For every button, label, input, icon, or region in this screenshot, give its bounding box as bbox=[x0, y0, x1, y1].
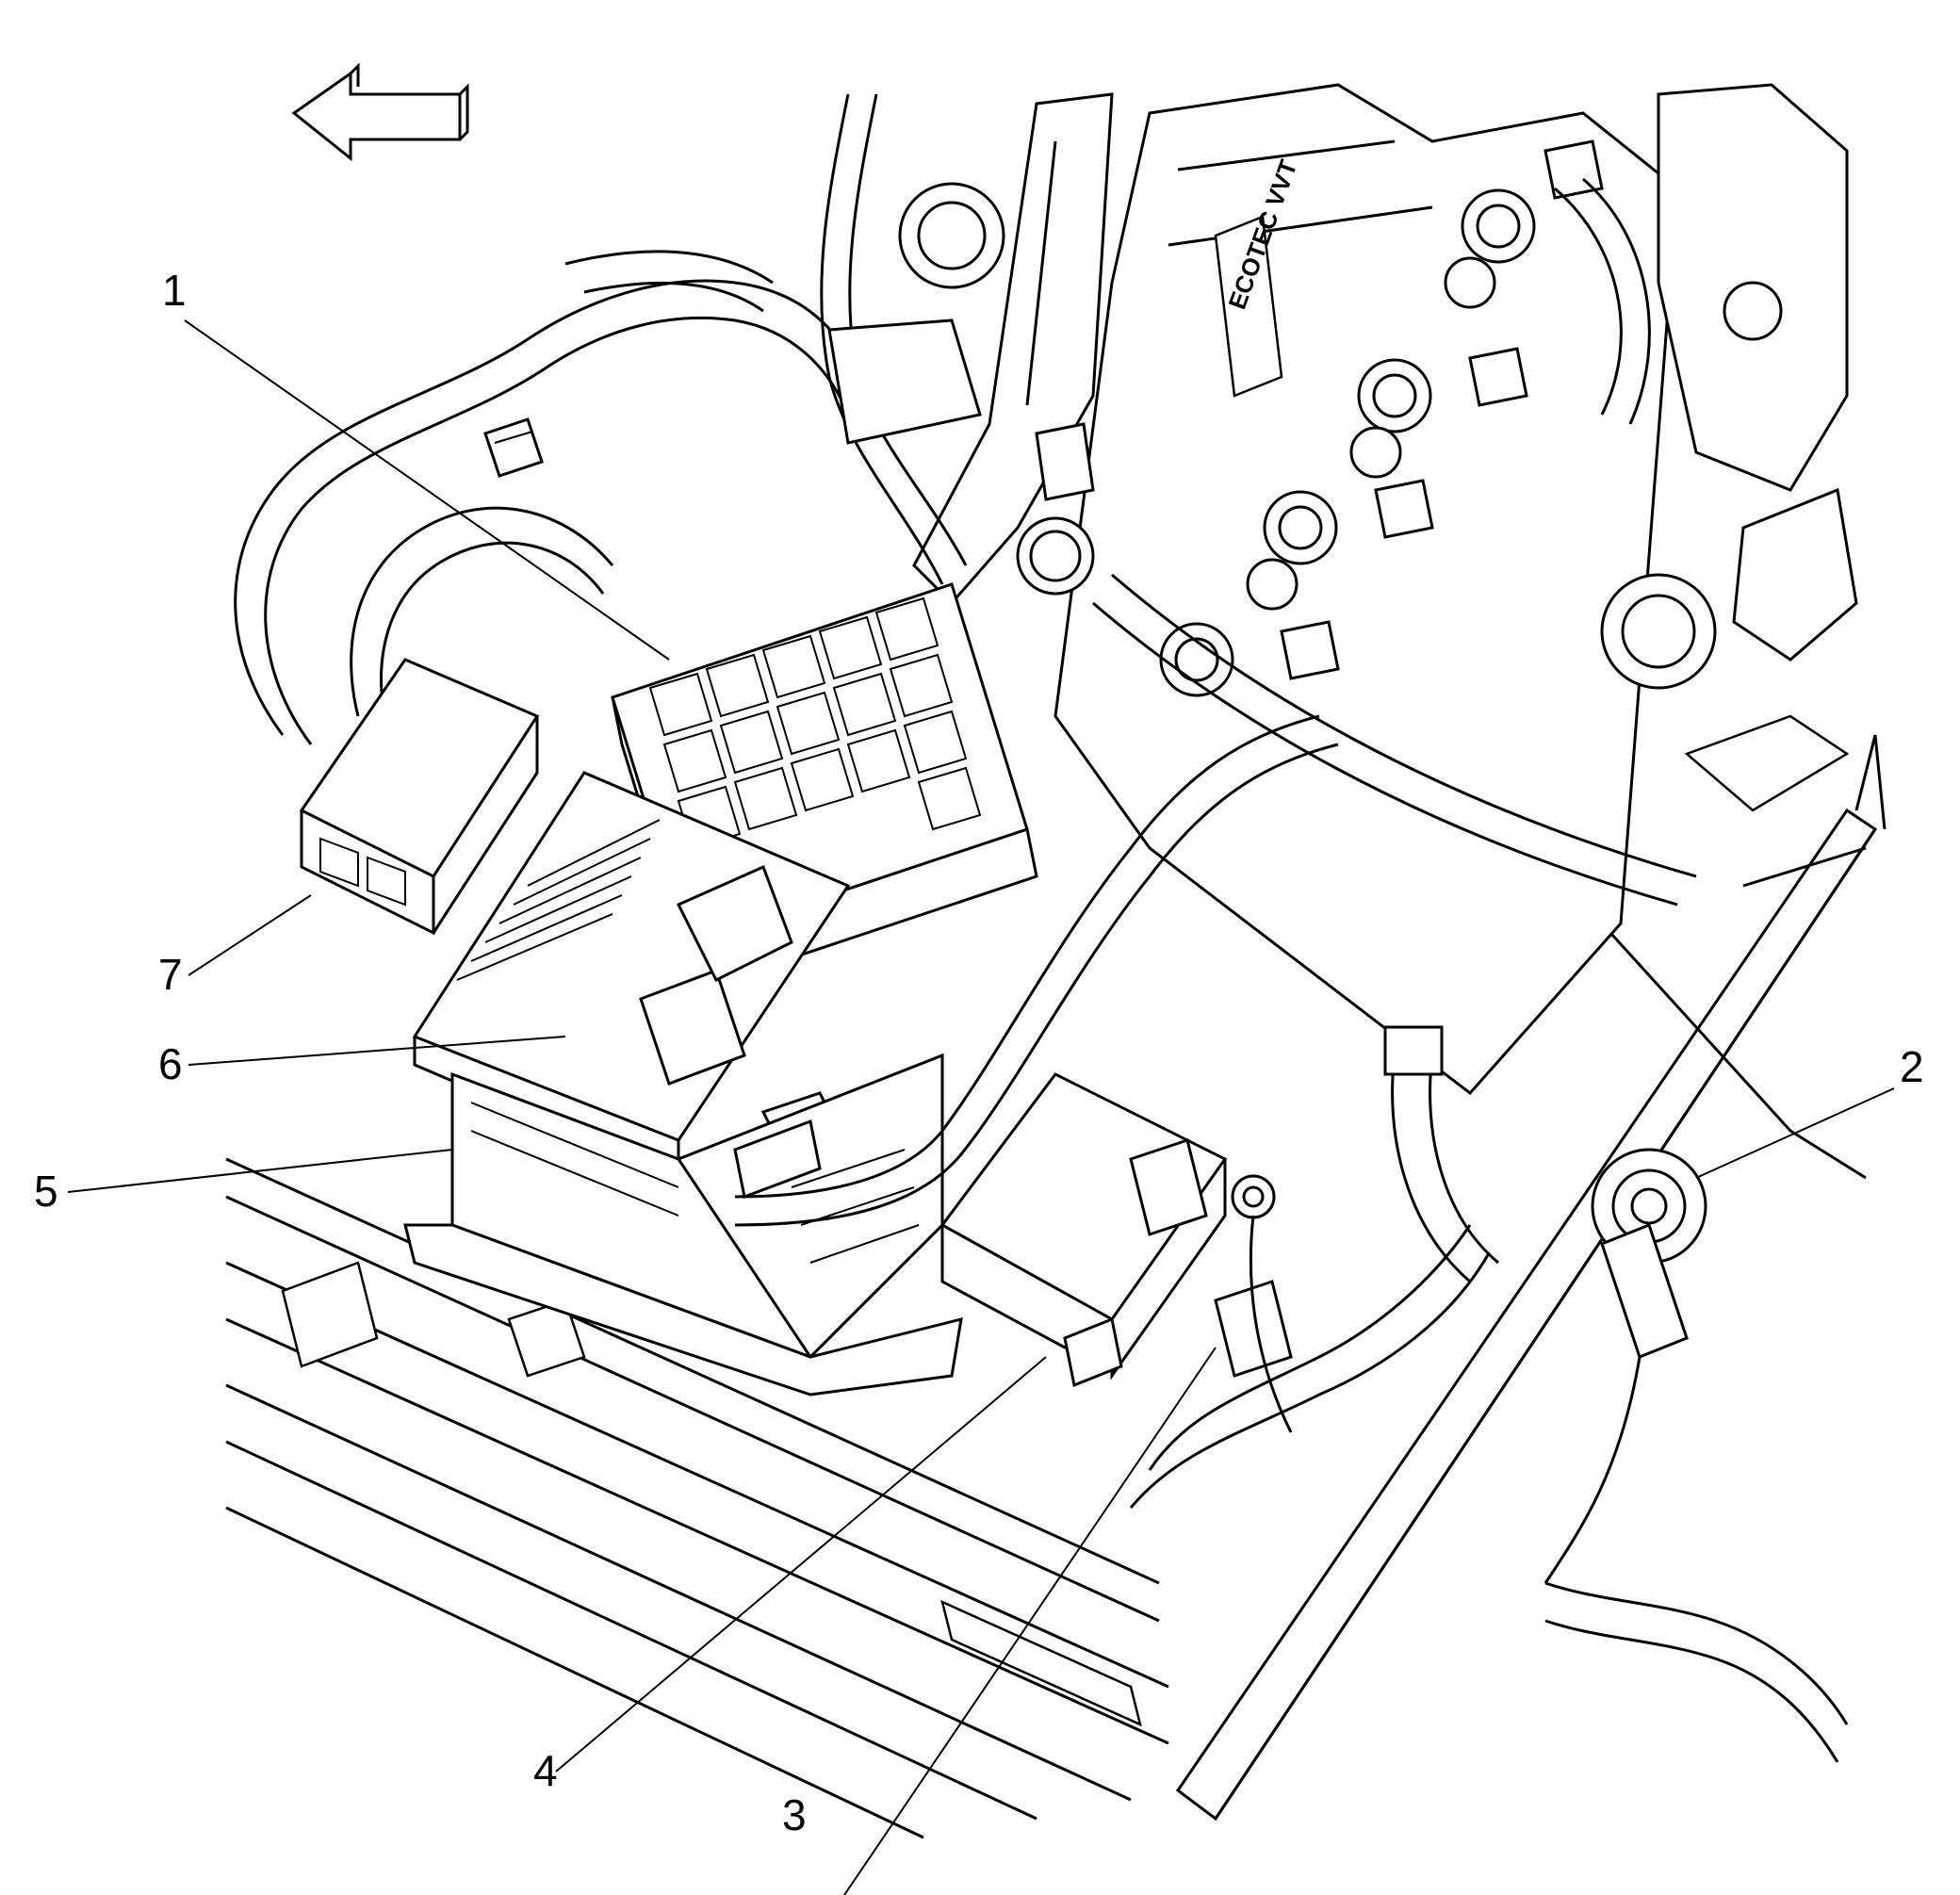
callout-4: 4 bbox=[533, 1746, 558, 1795]
engine-cradle bbox=[1175, 714, 1886, 1821]
intake-manifold bbox=[912, 92, 1114, 606]
engine-cam-cover: ECOTEC VVT bbox=[1054, 83, 1679, 1096]
callout-3: 3 bbox=[782, 1790, 807, 1839]
battery bbox=[403, 1053, 963, 1397]
battery-cable bbox=[734, 714, 1339, 1227]
engine-control-module bbox=[412, 771, 851, 1181]
callout-5: 5 bbox=[34, 1167, 58, 1216]
auxiliary-fuse-box bbox=[939, 1072, 1228, 1388]
callout-leaders bbox=[67, 319, 1895, 1895]
upper-harness bbox=[820, 93, 1005, 585]
leader-2 bbox=[1695, 1087, 1895, 1179]
wiring-harness bbox=[234, 250, 869, 745]
direction-arrow-icon bbox=[291, 62, 469, 162]
radiator-hose bbox=[1092, 573, 1697, 1283]
leader-5 bbox=[67, 1149, 453, 1193]
leader-3 bbox=[842, 1347, 1217, 1895]
leader-6 bbox=[188, 1036, 566, 1066]
control-module-box bbox=[299, 658, 540, 936]
right-side-component bbox=[1544, 1148, 1707, 1584]
ground-connection bbox=[1214, 1174, 1293, 1433]
engine-front-components bbox=[1554, 83, 1858, 690]
callout-6: 6 bbox=[158, 1039, 183, 1088]
frame-rail bbox=[225, 1157, 1169, 1839]
callout-labels: 1 2 3 4 5 6 7 bbox=[34, 266, 1924, 1839]
leader-1 bbox=[184, 319, 670, 661]
leader-7 bbox=[188, 894, 312, 976]
callout-1: 1 bbox=[162, 266, 187, 315]
callout-7: 7 bbox=[158, 950, 183, 999]
callout-2: 2 bbox=[1900, 1042, 1924, 1091]
lower-harness bbox=[1129, 1224, 1849, 1763]
leader-4 bbox=[555, 1356, 1047, 1772]
